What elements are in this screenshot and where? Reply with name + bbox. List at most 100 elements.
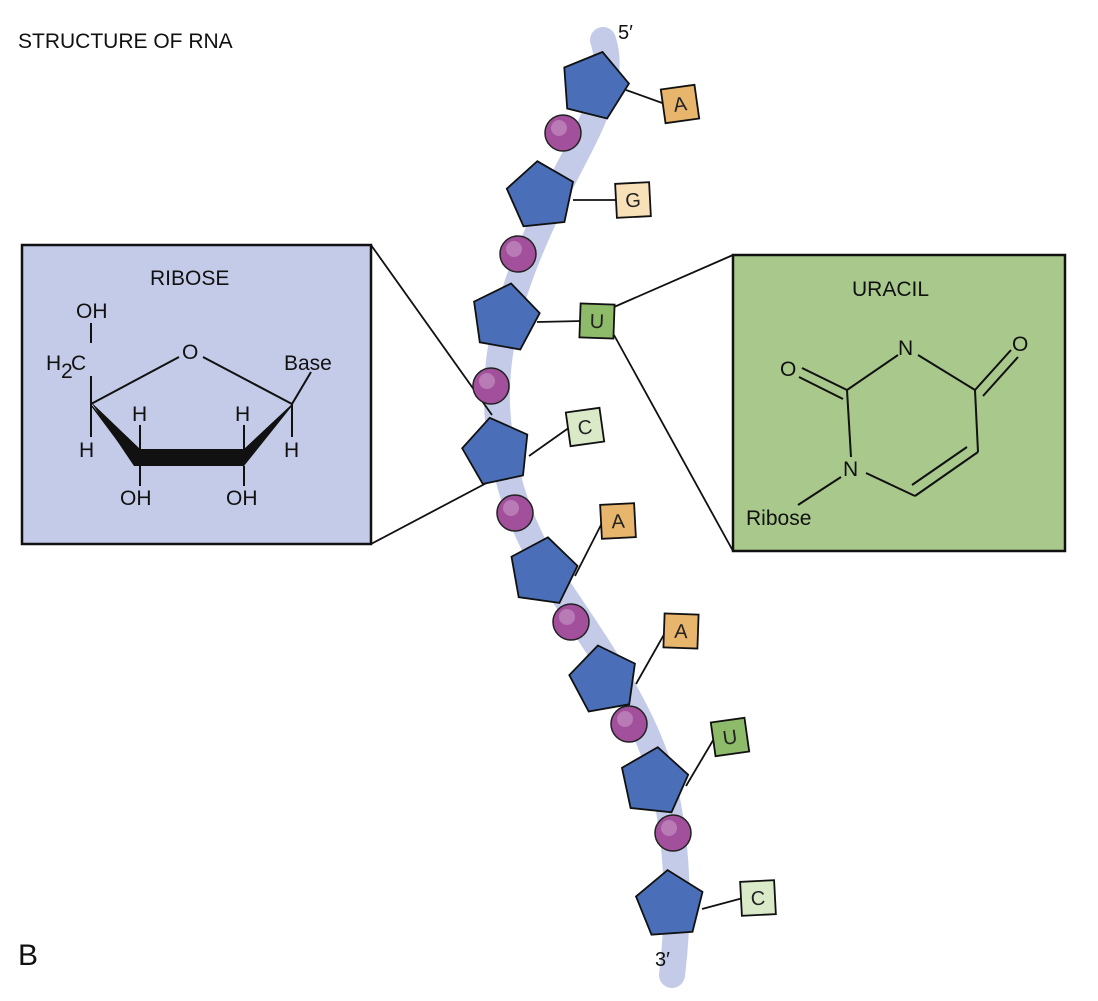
base-letter-5: A	[611, 511, 626, 534]
base-letter-7: U	[721, 726, 738, 750]
three-prime-label: 3′	[655, 949, 670, 971]
bond-n1-ribose	[797, 476, 842, 506]
ribose-title: RIBOSE	[150, 267, 229, 290]
base-box-3	[578, 302, 616, 340]
bond-c4-c5	[974, 389, 979, 453]
glycosidic-bond-3	[536, 320, 583, 323]
phosphate-highlight-3	[479, 373, 495, 389]
uracil-title: URACIL	[852, 278, 929, 301]
uracil-callout-line-bottom	[613, 334, 734, 552]
uracil-panel	[731, 253, 1067, 553]
atom-h2c-h: H	[46, 352, 61, 375]
base-box-1	[659, 83, 701, 125]
atom-n-top: N	[898, 337, 913, 360]
base-1: A	[659, 83, 701, 125]
base-5: A	[599, 502, 637, 540]
base-letter-1: A	[672, 93, 689, 117]
atom-ring-o: O	[182, 341, 198, 364]
atom-o-left: O	[780, 358, 796, 381]
uracil-callout-line-top	[613, 254, 734, 308]
wedge-left-fill	[91, 402, 140, 466]
phosphate-highlight-5	[559, 609, 575, 625]
ribose-callout-line-top	[370, 244, 493, 416]
base-box-2	[614, 181, 652, 219]
five-prime-label: 5′	[618, 22, 633, 44]
base-box-5	[599, 502, 637, 540]
base-letter-8: C	[750, 888, 766, 911]
atom-h2c-sub: 2	[61, 360, 73, 383]
ribose-sugar-1	[563, 50, 631, 120]
bond-c2-n1	[846, 389, 852, 458]
atom-ribose: Ribose	[746, 507, 811, 530]
base-box-7	[709, 716, 751, 758]
ribose-sugar-8	[634, 868, 704, 936]
bond-c4-o-double	[982, 356, 1019, 397]
phosphate-highlight-1	[551, 120, 567, 136]
base-letter-4: C	[576, 416, 593, 440]
glycosidic-bond-5	[574, 520, 604, 577]
base-letter-3: U	[589, 311, 604, 333]
ring-bond-c4-o	[90, 356, 180, 405]
glycosidic-bond-1	[625, 89, 666, 105]
glycosidic-bond-4	[528, 426, 571, 457]
base-2: G	[614, 181, 652, 219]
uracil-structure: URACIL N N O O Ribose	[746, 278, 1028, 530]
base-bond	[291, 371, 312, 405]
base-8: C	[739, 879, 777, 917]
bond-c2-o	[801, 367, 848, 391]
bond-c5-c6	[914, 451, 979, 497]
ribose-sugar-5	[510, 536, 579, 604]
ribose-callout-line-bottom	[370, 477, 497, 545]
bond-n3-c2	[846, 354, 899, 391]
base-box-8	[739, 879, 777, 917]
panel-letter: B	[18, 939, 38, 972]
atom-n-bottom: N	[843, 458, 858, 481]
ribose-sugar-7	[620, 746, 690, 814]
wedge-right	[244, 404, 292, 466]
base-6: A	[662, 612, 700, 650]
ribose-sugar-4	[461, 416, 529, 486]
ribose-panel	[20, 243, 373, 546]
atom-base: Base	[284, 352, 332, 375]
phosphate-5	[552, 603, 590, 641]
atom-h-left-ring: H	[132, 403, 147, 426]
phosphate-3	[472, 367, 510, 405]
atom-oh-top: OH	[76, 300, 108, 323]
atom-h2c-c: C	[71, 352, 86, 375]
phosphate-highlight-4	[503, 500, 519, 516]
atom-h-right-ring: H	[235, 403, 250, 426]
ribose-sugar-2	[505, 160, 575, 228]
base-letter-6: A	[674, 621, 689, 643]
atom-oh-right: OH	[226, 487, 258, 510]
atom-oh-left: OH	[120, 487, 152, 510]
bond-c2-o-double	[798, 376, 844, 400]
base-letter-2: G	[625, 190, 642, 213]
ring-bond-o-c1	[202, 356, 293, 405]
bond-c5-c6-double	[911, 446, 968, 486]
base-7: U	[709, 716, 751, 758]
phosphate-4	[496, 494, 534, 532]
base-3: U	[578, 302, 616, 340]
phosphate-7	[654, 814, 692, 852]
nucleotide-strand: A G U C A A U C	[461, 50, 777, 936]
ribose-sugar-3	[473, 282, 541, 351]
phosphate-2	[499, 235, 537, 273]
base-box-6	[662, 612, 700, 650]
bond-n3-c4	[917, 354, 976, 391]
glycosidic-bond-8	[701, 897, 744, 910]
phosphate-highlight-2	[506, 241, 522, 257]
phosphate-highlight-7	[661, 820, 677, 836]
phosphate-1	[544, 114, 582, 152]
phosphate-highlight-6	[617, 711, 633, 727]
atom-h-right-down: H	[284, 439, 299, 462]
glycosidic-bond-6	[635, 630, 667, 685]
diagram-title: STRUCTURE OF RNA	[18, 30, 233, 53]
base-box-4	[564, 406, 606, 448]
ribose-structure: RIBOSE OH H 2 C O Base H H H H OH OH	[46, 267, 332, 510]
glycosidic-bond-7	[685, 736, 716, 787]
base-4: C	[564, 406, 606, 448]
atom-h-left-down: H	[79, 439, 94, 462]
bond-c4-o	[974, 349, 1012, 391]
ribose-sugar-6	[568, 644, 636, 713]
